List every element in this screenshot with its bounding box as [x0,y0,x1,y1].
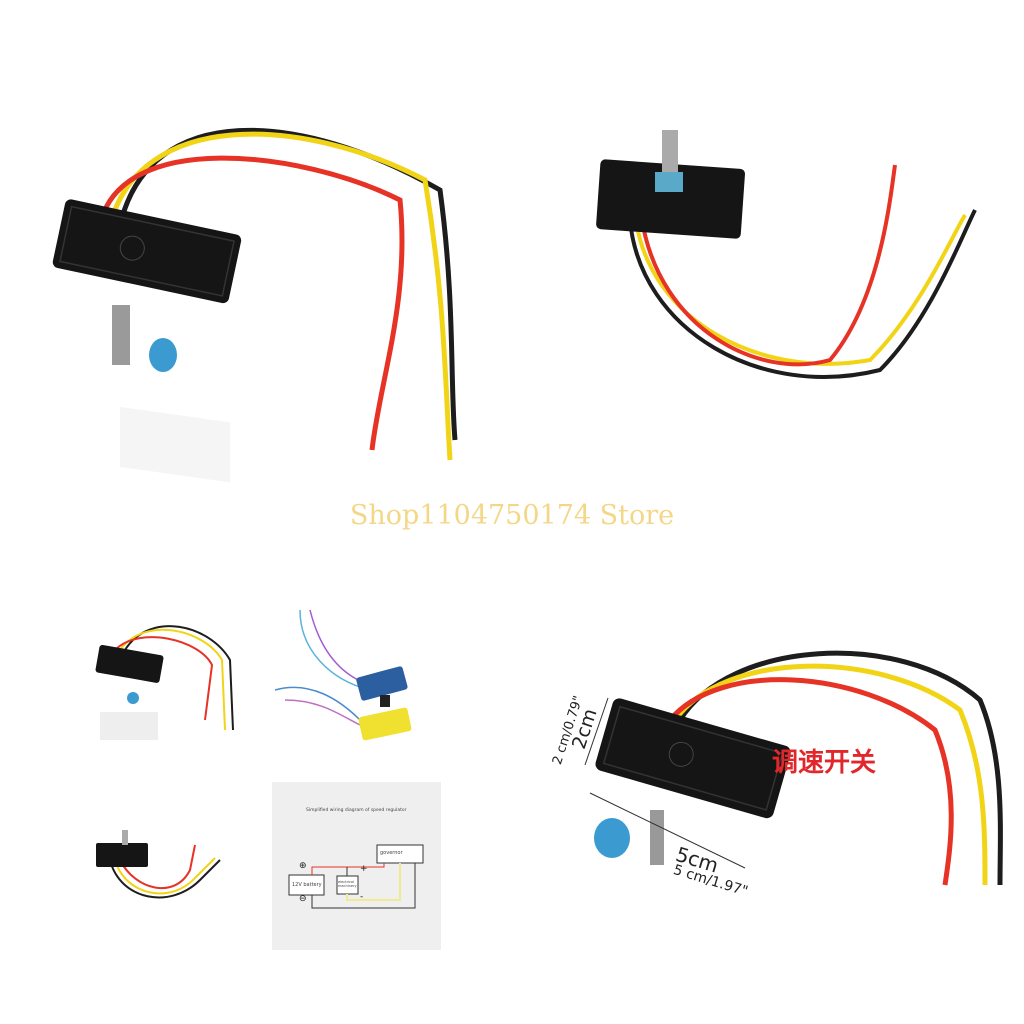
diagram-lines [288,844,424,909]
module-photo-dimensions [584,650,1003,886]
battery-label: 12V battery [292,882,322,888]
thumbnail-module [95,625,234,740]
plus-sign: + [360,864,368,874]
battery-minus-icon: ⊖ [299,894,307,904]
wiring-diagram: Simplified wiring diagram of speed regul… [272,782,441,950]
battery-plus-icon: ⊕ [299,861,307,871]
minus-sign: - [360,892,364,902]
thumbnail-color-variants [274,609,412,741]
module-photo-open [596,130,977,379]
governor-label: governor [380,850,403,856]
speed-switch-label: 调速开关 [772,748,877,778]
thumbnail-open-module [96,830,221,899]
module-photo-main [52,127,458,483]
motor-label: electrical machinery [338,880,357,888]
store-watermark: Shop1104750174 Store [349,500,675,531]
diagram-title: Simplified wiring diagram of speed regul… [306,808,407,813]
